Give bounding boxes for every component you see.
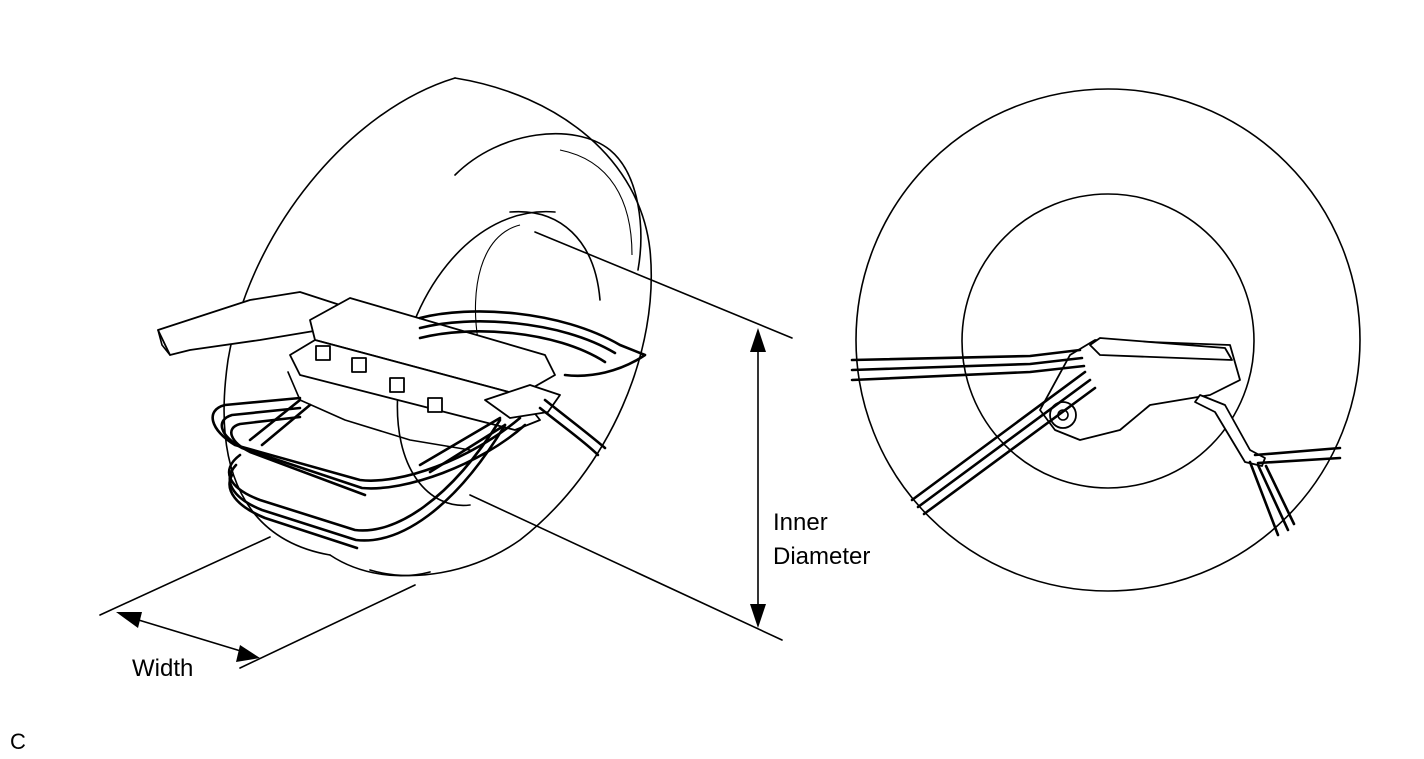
extension-line-top bbox=[534, 231, 793, 339]
connector-clip bbox=[427, 397, 443, 413]
airbag-module-right bbox=[1039, 337, 1266, 467]
connector-clip bbox=[351, 357, 367, 373]
tire-bore-right bbox=[509, 210, 601, 301]
inner-diameter-label-line1: Inner bbox=[773, 509, 828, 536]
strap-diagonal bbox=[248, 398, 302, 442]
arrowhead-right bbox=[236, 645, 260, 662]
module-bolt bbox=[1049, 401, 1077, 429]
tire-tread-inner bbox=[559, 149, 633, 256]
width-dimension-line bbox=[131, 617, 245, 653]
tire-inner-circle bbox=[961, 193, 1255, 489]
tire-outer-outline bbox=[223, 77, 456, 556]
connector-clips bbox=[315, 345, 443, 413]
strap-loop-bottom-2 bbox=[228, 423, 507, 542]
width-extension-right bbox=[239, 584, 416, 669]
figure-code-label: C bbox=[10, 729, 26, 754]
strap-diagonal-right-2 bbox=[1256, 463, 1290, 532]
strap-loop-middle-2 bbox=[220, 406, 527, 490]
strap-loop-middle bbox=[211, 396, 522, 482]
width-dimension bbox=[99, 536, 416, 669]
tire-tread-sweep bbox=[454, 133, 642, 271]
strap-loop-bottom-3 bbox=[228, 473, 359, 550]
tire-side-view bbox=[855, 88, 1361, 592]
strap-horizontal-left-3 bbox=[850, 364, 1086, 382]
tire-lower-sidewall bbox=[329, 554, 431, 577]
strap-diagonal bbox=[418, 416, 502, 467]
strap-loop-middle-3 bbox=[230, 415, 367, 497]
strap-diagonal-left-3 bbox=[922, 386, 1097, 516]
module-side-body bbox=[1039, 339, 1241, 441]
strap-diagonal-left-2 bbox=[916, 378, 1092, 509]
strap-band-upper-3 bbox=[418, 330, 607, 364]
inner-diameter-dimension bbox=[469, 231, 793, 641]
arrowhead-left bbox=[116, 612, 142, 628]
strap-horizontal-left-2 bbox=[850, 356, 1084, 372]
strap-diagonal bbox=[428, 423, 507, 474]
inner-diameter-label-line2: Diameter bbox=[773, 543, 871, 570]
connector-clip bbox=[315, 345, 331, 361]
strap-band-right-tail-2 bbox=[538, 406, 600, 457]
strap-band-upper bbox=[418, 310, 647, 378]
strap-diagonal-left bbox=[910, 370, 1087, 502]
strap-band-right-tail bbox=[543, 398, 607, 450]
strap-horizontal-right bbox=[1253, 446, 1342, 457]
strap-horizontal-left bbox=[850, 348, 1082, 362]
strap-bands-right bbox=[850, 348, 1342, 537]
tire-bore-inner-arc bbox=[474, 224, 521, 341]
tire-outer-circle bbox=[855, 88, 1361, 592]
width-extension-left bbox=[99, 536, 271, 616]
strap-horizontal-right-2 bbox=[1256, 456, 1342, 465]
strap-band-upper-2 bbox=[418, 320, 617, 355]
extension-line-bottom bbox=[469, 494, 783, 641]
strap-diagonal bbox=[260, 403, 312, 447]
connector-clip bbox=[389, 377, 405, 393]
module-lower-frame bbox=[287, 371, 471, 451]
airbag-module-left bbox=[157, 291, 561, 451]
strap-loop-bottom bbox=[227, 418, 502, 532]
strap-diagonal-right-3 bbox=[1264, 464, 1296, 526]
strap-diagonal-right bbox=[1248, 460, 1280, 537]
strap-bands-left bbox=[211, 310, 647, 550]
module-side-top-flange bbox=[1089, 337, 1233, 361]
width-label: Width bbox=[132, 655, 194, 682]
module-bracket-arm bbox=[1194, 394, 1266, 467]
arrowhead-up bbox=[750, 328, 766, 352]
arrowhead-down bbox=[750, 604, 766, 628]
tire-tread-outline bbox=[369, 77, 652, 577]
bracket-left-edge bbox=[157, 329, 171, 356]
